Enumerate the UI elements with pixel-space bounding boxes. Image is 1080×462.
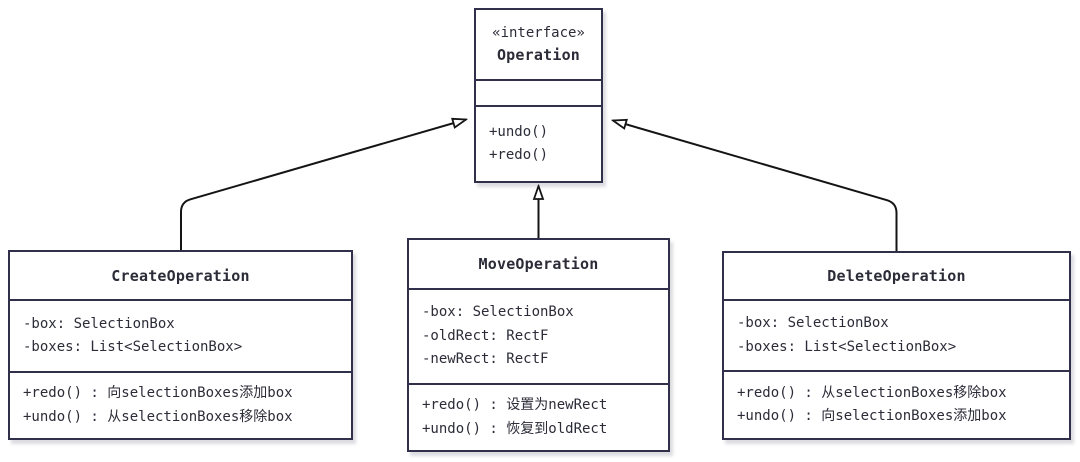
interface-method: +undo() (489, 123, 549, 140)
class-attribute: -boxes: List<SelectionBox> (737, 338, 957, 355)
interface-attributes-compartment (476, 79, 601, 105)
class-method: +redo() : 向selectionBoxes添加box (23, 385, 293, 401)
class-method: +redo() : 从selectionBoxes移除box (737, 384, 1007, 401)
class-method: +undo() : 从selectionBoxes移除box (23, 408, 293, 425)
class-attribute: -box: SelectionBox (422, 304, 574, 321)
interface-stereotype: «interface» (492, 25, 585, 41)
class-name: DeleteOperation (827, 267, 966, 285)
class-title-compartment: CreateOperation (10, 252, 351, 299)
class-attributes-compartment: -box: SelectionBox -boxes: List<Selectio… (724, 299, 1069, 370)
class-attribute: -oldRect: RectF (422, 327, 549, 344)
class-attribute: -newRect: RectF (422, 351, 549, 368)
interface-name: Operation (496, 46, 581, 64)
interface-title-compartment: «interface» Operation (476, 10, 601, 79)
class-methods-compartment: +redo() : 设置为newRect +undo() : 恢复到oldRec… (409, 383, 668, 450)
interface-method: +redo() (489, 147, 549, 163)
class-method: +redo() : 设置为newRect (422, 397, 608, 413)
class-name: MoveOperation (478, 255, 599, 273)
class-attribute: -boxes: List<SelectionBox> (23, 339, 243, 355)
class-attributes-compartment: -box: SelectionBox -boxes: List<Selectio… (10, 299, 351, 371)
class-title-compartment: MoveOperation (409, 240, 668, 288)
class-attributes-compartment: -box: SelectionBox -oldRect: RectF -newR… (409, 288, 668, 383)
interface-operation-node: «interface» Operation +undo() +redo() (474, 8, 603, 183)
realization-arrow-deleteoperation (613, 121, 898, 251)
class-name: CreateOperation (111, 266, 250, 285)
class-methods-compartment: +redo() : 从selectionBoxes移除box +undo() :… (724, 370, 1069, 438)
class-method: +undo() : 向selectionBoxes添加box (737, 408, 1007, 424)
class-createoperation-node: CreateOperation -box: SelectionBox -boxe… (8, 250, 353, 440)
interface-methods-compartment: +undo() +redo() (476, 105, 601, 181)
class-attribute: -box: SelectionBox (23, 315, 175, 332)
class-method: +undo() : 恢复到oldRect (422, 420, 608, 437)
class-deleteoperation-node: DeleteOperation -box: SelectionBox -boxe… (722, 251, 1071, 440)
class-title-compartment: DeleteOperation (724, 253, 1069, 299)
class-attribute: -box: SelectionBox (737, 315, 889, 331)
realization-arrow-createoperation (180, 120, 466, 250)
class-moveoperation-node: MoveOperation -box: SelectionBox -oldRec… (407, 238, 670, 452)
class-methods-compartment: +redo() : 向selectionBoxes添加box +undo() :… (10, 371, 351, 438)
